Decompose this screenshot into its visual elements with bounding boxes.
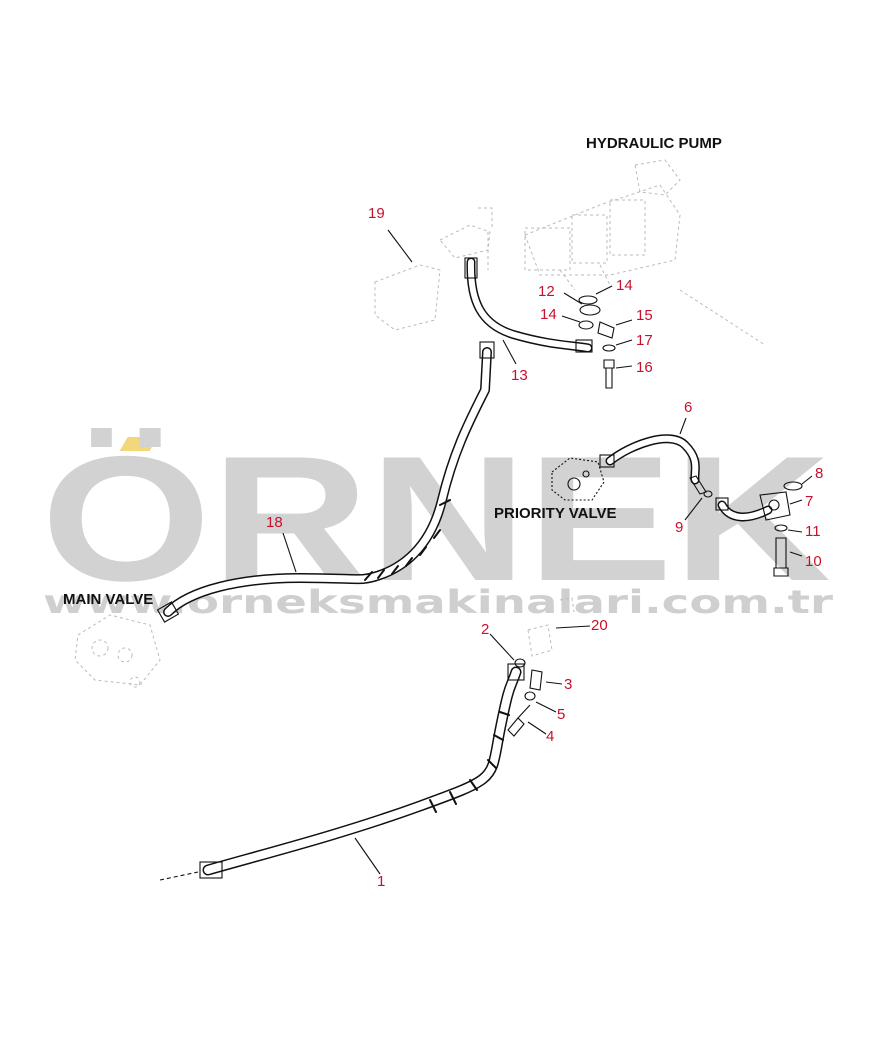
- main-valve-drawing: [74, 614, 161, 688]
- priority-valve-drawing: [551, 457, 605, 501]
- callout-7: 7: [805, 493, 813, 510]
- callout-9: 9: [675, 519, 683, 536]
- part-7-elbow: [715, 481, 803, 577]
- callout-17: 17: [636, 332, 653, 349]
- callout-14-top: 14: [616, 277, 633, 294]
- callout-4: 4: [546, 728, 554, 745]
- callout-16: 16: [636, 359, 653, 376]
- callout-10: 10: [805, 553, 822, 570]
- part-20-fitting: [527, 597, 575, 657]
- pump-flange-fittings: [578, 295, 616, 389]
- hose-13: [464, 257, 593, 353]
- watermark-dot-right: [119, 437, 158, 451]
- callout-15: 15: [636, 307, 653, 324]
- callout-11: 11: [805, 523, 821, 540]
- callout-12: 12: [538, 283, 555, 300]
- hydraulic-pump-drawing: [524, 159, 766, 346]
- callout-2: 2: [481, 621, 489, 638]
- main-valve-label: MAIN VALVE: [63, 591, 153, 608]
- hose-18: [156, 341, 495, 623]
- leader-lines: [282, 229, 813, 875]
- part-19-block: [374, 207, 493, 331]
- watermark-url: www.orneksmakinalari.com.tr: [43, 583, 833, 621]
- callout-5: 5: [557, 706, 565, 723]
- return-line-fittings: [507, 658, 543, 737]
- callout-3: 3: [564, 676, 572, 693]
- hydraulic-pump-label: HYDRAULIC PUMP: [586, 135, 722, 152]
- callouts: 19 13 12 14 14 15 17 16 6 8 7 9 11 10 18…: [266, 205, 823, 890]
- callout-18: 18: [266, 514, 283, 531]
- priority-valve-label: PRIORITY VALVE: [494, 505, 617, 522]
- hose-6: [599, 434, 713, 498]
- callout-19: 19: [368, 205, 385, 222]
- callout-14-mid: 14: [540, 306, 557, 323]
- callout-6: 6: [684, 399, 692, 416]
- callout-1: 1: [377, 873, 385, 890]
- callout-13: 13: [511, 367, 528, 384]
- callout-8: 8: [815, 465, 823, 482]
- hose-1: [159, 663, 525, 881]
- callout-20: 20: [591, 617, 608, 634]
